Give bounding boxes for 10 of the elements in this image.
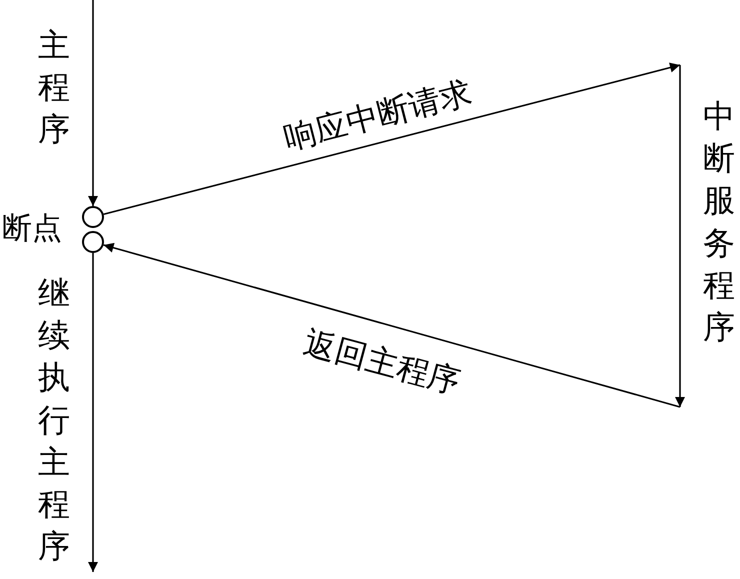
arrow	[103, 242, 680, 408]
arrow	[88, 253, 98, 572]
arrow	[103, 62, 680, 216]
arrow	[88, 0, 98, 206]
edge-label: 继续执行主程序	[38, 273, 70, 568]
service-routine-label: 中断服务程序	[703, 96, 735, 348]
breakpoint-circle	[82, 231, 104, 253]
edge-label: 主程序	[38, 25, 70, 150]
breakpoint-circle	[82, 206, 104, 228]
breakpoint-label: 断点	[2, 212, 62, 245]
